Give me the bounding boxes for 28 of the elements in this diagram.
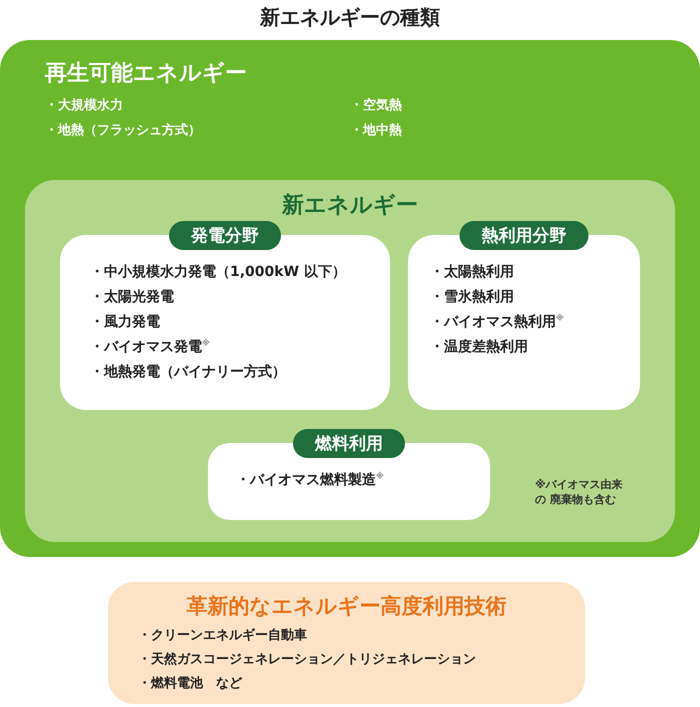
- list-item: ・天然ガスコージェネレーション／トリジェネレーション: [138, 651, 476, 668]
- list-item: ・空気熱: [350, 96, 402, 114]
- panel-heading: 新エネルギー: [280, 192, 419, 220]
- heading-tab: 熱利用分野: [460, 221, 588, 250]
- panel-heading: 革新的なエネルギー高度利用技術: [186, 593, 508, 620]
- list-item: ・バイオマス発電$^{※}$: [90, 338, 210, 356]
- list-item: ・太陽光発電: [90, 288, 174, 306]
- list-item: ・風力発電: [90, 313, 160, 331]
- category-panel: [25, 180, 675, 542]
- list-item: ・大規模水力: [45, 97, 123, 114]
- list-item: ・地熱（フラッシュ方式）: [45, 122, 201, 139]
- list-item: ・太陽熱利用: [430, 263, 514, 281]
- list-item: ・バイオマス燃料製造$^{※}$: [236, 471, 384, 489]
- list-item: ・地中熱: [350, 122, 402, 139]
- panel-heading: 再生可能エネルギー: [45, 60, 247, 88]
- list-item: ・温度差熱利用: [430, 338, 528, 356]
- footnote: ※バイオマス由来の 廃棄物も含む: [535, 477, 624, 507]
- category-panel: [0, 40, 700, 557]
- list-item: ・雪氷熱利用: [430, 288, 514, 306]
- diagram-title: 新エネルギーの種類: [258, 4, 441, 31]
- heading-tab: 発電分野: [169, 221, 281, 250]
- heading-tab: 燃料利用: [293, 429, 405, 458]
- list-item: ・地熱発電（バイナリー方式）: [90, 363, 286, 381]
- list-item: ・バイオマス熱利用$^{※}$: [430, 313, 564, 331]
- list-item: ・燃料電池 など: [138, 675, 242, 692]
- list-item: ・クリーンエネルギー自動車: [138, 627, 307, 644]
- technology-panel: [108, 582, 585, 704]
- list-item: ・中小規模水力発電（1,000kW 以下）: [90, 263, 346, 281]
